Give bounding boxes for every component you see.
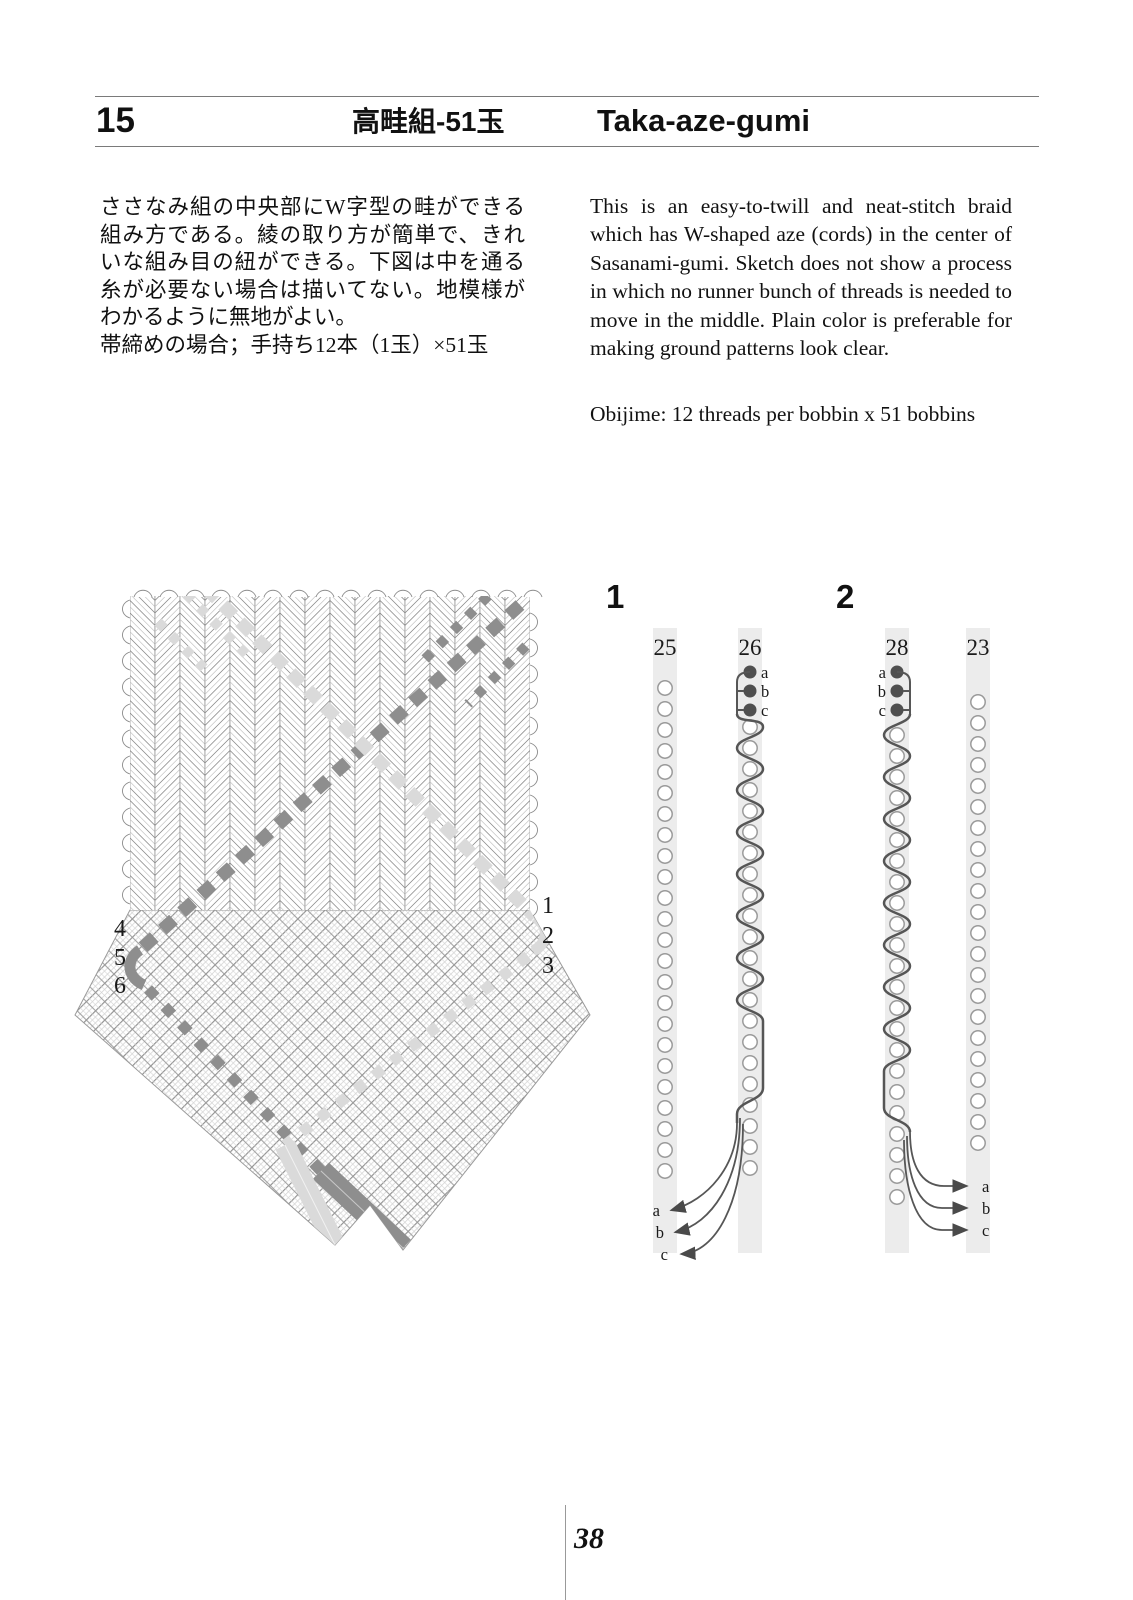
braid-label-2: 2	[542, 923, 554, 949]
step-2-diagram	[882, 665, 986, 1237]
step2-arrow-label-c: c	[982, 1221, 989, 1240]
step2-exit-arrow-c	[903, 1139, 969, 1237]
braid-left-thread-labels: 4 5 6	[114, 916, 126, 999]
step2-dot-label-c: c	[879, 701, 886, 720]
intro-japanese: ささなみ組の中央部にW字型の畦ができる組み方である。綾の取り方が簡単で、きれいな…	[100, 195, 525, 357]
step2-arrow-label-a: a	[982, 1177, 990, 1196]
braid-label-5: 5	[114, 945, 126, 971]
step1-dot-label-c: c	[761, 701, 768, 720]
chapter-number: 15	[96, 101, 135, 140]
bobbin-28-weave-path	[882, 713, 912, 1133]
step1-dot-label-b: b	[761, 682, 769, 701]
intro-english-obijime: Obijime: 12 threads per bobbin x 51 bobb…	[590, 402, 976, 426]
step-2-number: 2	[836, 578, 855, 615]
highlighted-thread-bands	[124, 596, 551, 1250]
bobbin-28-header: 28	[886, 635, 909, 660]
unbraided-thread-skirt	[74, 909, 591, 1251]
step1-exit-arrow-a	[669, 1122, 738, 1213]
braid-label-4: 4	[114, 916, 126, 942]
step1-dot-label-a: a	[761, 663, 769, 682]
bobbin-26-dot-connector	[736, 671, 751, 714]
page-number: 38	[574, 1522, 604, 1555]
braid-right-thread-labels: 1 2 3	[542, 893, 554, 979]
bobbin-23-holes	[970, 694, 986, 1151]
step2-exit-arrow-a	[909, 1131, 969, 1193]
bobbin-26-weave-path	[735, 713, 765, 1123]
step2-arrow-label-b: b	[982, 1199, 990, 1218]
bobbin-movement-diagrams: 25 26 28 23 a b c a b c a b c a b c	[653, 628, 990, 1264]
bobbin-28-holes	[889, 727, 905, 1205]
header-top-rule	[95, 96, 1039, 97]
footer-divider	[565, 1505, 566, 1600]
bobbin-26-holes	[742, 719, 758, 1176]
braid-structure-diagram: 4 5 6 1 2 3	[74, 589, 591, 1251]
braid-label-1: 1	[542, 893, 554, 919]
braid-label-6: 6	[114, 973, 126, 999]
bobbin-25-header: 25	[654, 635, 677, 660]
step1-exit-arrow-c	[679, 1123, 744, 1260]
title-romaji: Taka-aze-gumi	[597, 103, 811, 138]
step1-exit-arrow-b	[673, 1117, 741, 1236]
step2-dot-label-b: b	[878, 682, 886, 701]
bobbin-26-header: 26	[739, 635, 762, 660]
bobbin-28-dot-connector	[896, 671, 911, 714]
step1-arrow-label-b: b	[656, 1223, 664, 1242]
title-japanese: 高畦組-51玉	[352, 106, 505, 137]
braid-label-3: 3	[542, 953, 554, 979]
intro-english: This is an easy-to-twill and neat-stitch…	[590, 194, 1012, 360]
braid-selvedge-loops	[122, 589, 543, 918]
bobbin-23-header: 23	[967, 635, 990, 660]
header-bottom-rule	[95, 146, 1039, 147]
step2-dot-label-a: a	[879, 663, 887, 682]
step1-arrow-label-a: a	[653, 1201, 661, 1220]
step1-arrow-label-c: c	[661, 1245, 668, 1264]
step-1-diagram	[657, 665, 765, 1260]
step-1-number: 1	[606, 578, 625, 615]
bobbin-25-holes	[657, 680, 673, 1179]
step2-exit-arrow-b	[906, 1135, 969, 1215]
